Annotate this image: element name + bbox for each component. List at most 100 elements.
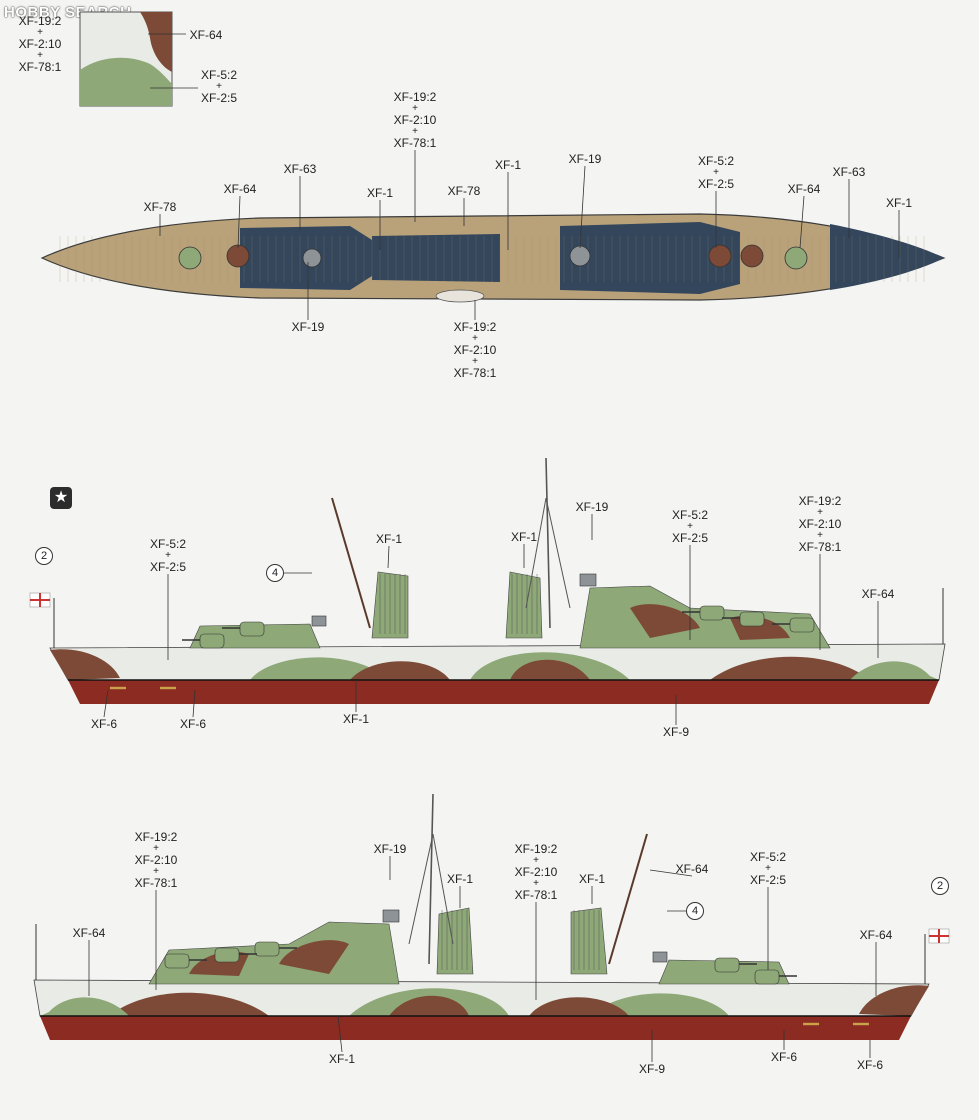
side_view_2-label: XF-64: [676, 862, 709, 876]
side_view_2-label: XF-5:2+XF-2:5: [750, 850, 786, 887]
top_view-label: XF-63: [284, 162, 317, 176]
mast-aft: [331, 497, 371, 629]
paint-code: XF-5:2: [671, 508, 709, 522]
paint-code: XF-19: [568, 152, 602, 166]
paint-code: XF-78:1: [18, 60, 62, 74]
leader-line: [103, 689, 109, 718]
paint-code: XF-78:1: [134, 876, 178, 890]
plus-sign: +: [533, 878, 539, 889]
paint-code: XF-5:2: [697, 154, 735, 168]
side_view_1-label: XF-19:2+XF-2:10+XF-78:1: [799, 494, 842, 554]
paint-code: XF-9: [638, 1062, 666, 1076]
paint-code: XF-2:10: [514, 865, 558, 879]
top_view-label: XF-1: [367, 186, 393, 200]
side-view-2-ship: [33, 793, 950, 1040]
paint-code: XF-78:1: [453, 366, 497, 380]
paint-code: XF-1: [494, 158, 522, 172]
camo-brown: [50, 649, 120, 680]
gun-turret: [754, 969, 780, 985]
plus-sign: +: [153, 843, 159, 854]
side_view_2-label: XF-64: [860, 928, 893, 942]
side_view_1-label: XF-64: [862, 587, 895, 601]
gun-turret: [699, 605, 725, 621]
top-director: [302, 248, 322, 268]
paint-code: XF-19:2: [18, 14, 62, 28]
paint-code: XF-5:2: [149, 537, 187, 551]
paint-code: XF-6: [770, 1050, 798, 1064]
director: [311, 615, 327, 627]
paint-code: XF-64: [223, 182, 257, 196]
hull-lower: [40, 1016, 911, 1040]
paint-code: XF-2:10: [453, 343, 497, 357]
mast-strut: [525, 497, 547, 609]
side_view_2-label: XF-6: [771, 1050, 797, 1064]
paint-code: XF-64: [675, 862, 709, 876]
paint-code: XF-19:2: [798, 494, 842, 508]
leader-line: [387, 545, 390, 569]
paint-code: XF-1: [578, 872, 606, 886]
paint-code: XF-1: [342, 712, 370, 726]
paint-code: XF-1: [510, 530, 538, 544]
side_view_2-label: XF-19: [374, 842, 407, 856]
camo-green: [40, 997, 129, 1016]
top-view-ship: [40, 213, 946, 303]
plus-sign: +: [412, 126, 418, 137]
gun-turret: [239, 621, 265, 637]
side_view_1-label: XF-1: [376, 532, 402, 546]
side-view-1-ship: [29, 457, 946, 704]
plus-sign: +: [533, 855, 539, 866]
leader-line: [237, 195, 241, 249]
gun-turret: [714, 957, 740, 973]
paint-code: XF-19:2: [134, 830, 178, 844]
paint-code: XF-19: [373, 842, 407, 856]
paint-code: XF-78: [447, 184, 481, 198]
paint-code: XF-5:2: [200, 68, 238, 82]
side_view_1-label: XF-19: [576, 500, 609, 514]
gun-turret: [254, 941, 280, 957]
top_view-label: XF-78: [144, 200, 177, 214]
director: [652, 951, 668, 963]
swatch-left-label: XF-19:2+XF-2:10+XF-78:1: [19, 14, 62, 74]
side_view_2-label: XF-9: [639, 1062, 665, 1076]
top-turret: [708, 244, 732, 268]
leader-line: [192, 689, 196, 718]
side_view_2-label: XF-64: [73, 926, 106, 940]
side_view_2-label: XF-1: [329, 1052, 355, 1066]
top_view-label: XF-78: [448, 184, 481, 198]
paint-code: XF-64: [787, 182, 821, 196]
plus-sign: +: [37, 50, 43, 61]
paint-code: XF-63: [283, 162, 317, 176]
side_view_2-label: XF-6: [857, 1058, 883, 1072]
gun-turret: [739, 611, 765, 627]
paint-code: XF-19:2: [393, 90, 437, 104]
leader-line: [337, 1015, 343, 1053]
plus-sign: +: [216, 81, 222, 92]
top-turret: [784, 246, 808, 270]
swatch-right-bottom-label: XF-5:2+XF-2:5: [201, 68, 237, 105]
callout-number: 4: [266, 564, 284, 582]
director: [382, 909, 400, 923]
plus-sign: +: [472, 356, 478, 367]
paint-code: XF-78: [143, 200, 177, 214]
plus-sign: +: [472, 333, 478, 344]
paint-code: XF-63: [832, 165, 866, 179]
top-boat: [435, 289, 485, 303]
top-director: [569, 245, 591, 267]
camo-brown: [510, 659, 590, 680]
paint-code: XF-1: [446, 872, 474, 886]
swatch-brown: [140, 12, 172, 72]
paint-code: XF-64: [72, 926, 106, 940]
swatch-right-top-label: XF-64: [190, 28, 223, 42]
side_view_1-label: XF-6: [91, 717, 117, 731]
camo-brown: [350, 661, 450, 680]
plus-sign: +: [165, 550, 171, 561]
side_view_2-label: XF-1: [447, 872, 473, 886]
top_view-label: XF-1: [886, 196, 912, 210]
paint-code: XF-1: [375, 532, 403, 546]
camo-brown: [109, 992, 269, 1016]
camo-green: [250, 657, 390, 680]
camo-green: [589, 993, 729, 1016]
top_view-label: XF-5:2+XF-2:5: [698, 154, 734, 191]
